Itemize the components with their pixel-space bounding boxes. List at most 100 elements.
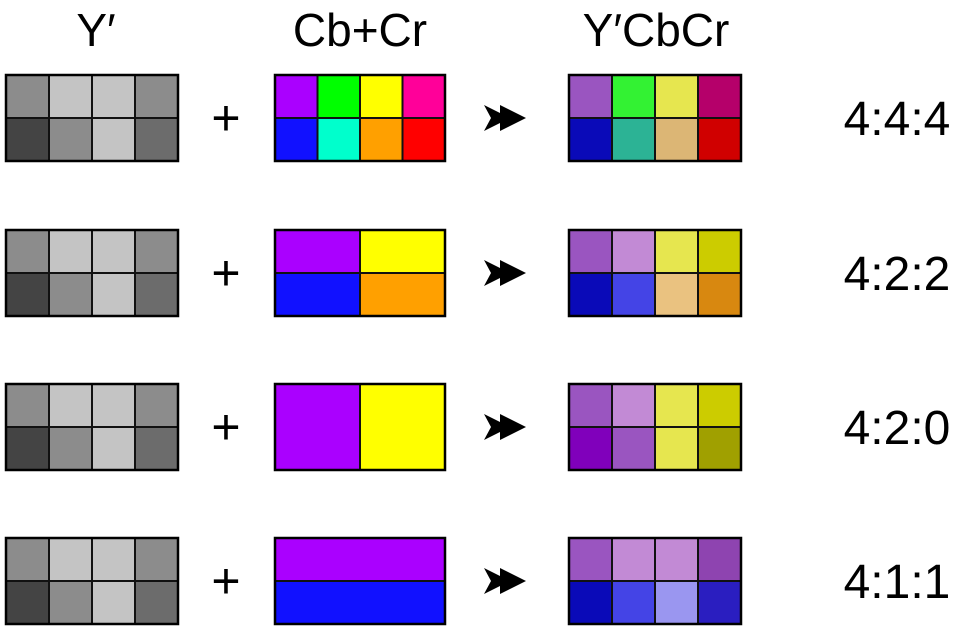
luma-cell (48, 537, 93, 582)
chroma-cell (401, 74, 446, 119)
luma-cell (48, 74, 93, 119)
luma-grid (4, 536, 180, 626)
result-cell (697, 537, 742, 582)
row-420: + 4:2:0 (4, 382, 951, 472)
chroma-cell (401, 117, 446, 162)
luma-grid (4, 228, 180, 318)
chroma-cell (359, 272, 446, 317)
result-cell (611, 74, 656, 119)
luma-cell (5, 117, 50, 162)
result-cell (654, 74, 699, 119)
result-cell (568, 383, 613, 428)
luma-cell (5, 229, 50, 274)
luma-border (4, 536, 180, 626)
result-cell (654, 580, 699, 625)
result-cell (654, 117, 699, 162)
luma-border (4, 228, 180, 318)
result-cell (697, 229, 742, 274)
chroma-grid (273, 228, 447, 318)
chroma-cell (274, 383, 361, 471)
chroma-cell (274, 537, 446, 582)
luma-cell (91, 117, 136, 162)
chroma-border (273, 536, 447, 626)
chroma-border (273, 228, 447, 318)
double-arrow-icon (484, 414, 526, 440)
result-cell (568, 426, 613, 471)
plus-sign: + (211, 245, 240, 301)
result-cell (697, 272, 742, 317)
luma-cell (91, 272, 136, 317)
luma-cell (48, 117, 93, 162)
double-arrow-icon (484, 105, 526, 131)
luma-cell (134, 74, 179, 119)
chroma-cell (274, 580, 446, 625)
scheme-label: 4:1:1 (844, 556, 951, 609)
plus-sign: + (211, 399, 240, 455)
luma-cell (5, 272, 50, 317)
result-border (567, 73, 743, 163)
luma-grid (4, 73, 180, 163)
chroma-cell (359, 229, 446, 274)
luma-border (4, 73, 180, 163)
row-444: + 4:4:4 (4, 73, 950, 163)
double-arrow-icon (484, 568, 526, 594)
chroma-cell (359, 383, 446, 471)
result-cell (611, 383, 656, 428)
chroma-grid (273, 382, 447, 472)
luma-cell (48, 580, 93, 625)
chroma-cell (359, 117, 404, 162)
chroma-grid (273, 73, 447, 163)
result-cell (611, 117, 656, 162)
luma-cell (91, 426, 136, 471)
luma-cell (91, 383, 136, 428)
result-cell (654, 272, 699, 317)
result-cell (568, 74, 613, 119)
result-grid (567, 382, 743, 472)
chroma-grid (273, 536, 447, 626)
luma-cell (134, 426, 179, 471)
luma-cell (48, 272, 93, 317)
luma-cell (134, 117, 179, 162)
result-cell (697, 426, 742, 471)
scheme-label: 4:2:2 (844, 248, 951, 301)
plus-sign: + (211, 90, 240, 146)
luma-cell (134, 383, 179, 428)
chroma-cell (274, 74, 319, 119)
result-grid (567, 228, 743, 318)
chroma-cell (274, 272, 361, 317)
chroma-border (273, 73, 447, 163)
result-cell (611, 426, 656, 471)
result-cell (654, 426, 699, 471)
chroma-cell (274, 117, 319, 162)
chroma-cell (274, 229, 361, 274)
chroma-cell (316, 117, 361, 162)
result-border (567, 382, 743, 472)
luma-cell (5, 383, 50, 428)
result-cell (611, 580, 656, 625)
result-cell (611, 272, 656, 317)
luma-grid (4, 382, 180, 472)
luma-cell (5, 537, 50, 582)
result-cell (654, 383, 699, 428)
luma-cell (91, 74, 136, 119)
luma-cell (91, 580, 136, 625)
luma-cell (48, 426, 93, 471)
chroma-border (273, 382, 447, 472)
luma-cell (5, 426, 50, 471)
luma-cell (5, 580, 50, 625)
result-cell (611, 229, 656, 274)
result-cell (697, 74, 742, 119)
header-chroma: Cb+Cr (293, 4, 427, 56)
luma-cell (91, 537, 136, 582)
result-grid (567, 73, 743, 163)
luma-cell (134, 272, 179, 317)
result-cell (654, 537, 699, 582)
result-cell (568, 272, 613, 317)
result-cell (568, 537, 613, 582)
result-cell (568, 229, 613, 274)
header-result: Y′CbCr (583, 4, 730, 56)
scheme-label: 4:2:0 (844, 402, 951, 455)
luma-cell (48, 229, 93, 274)
luma-cell (91, 229, 136, 274)
